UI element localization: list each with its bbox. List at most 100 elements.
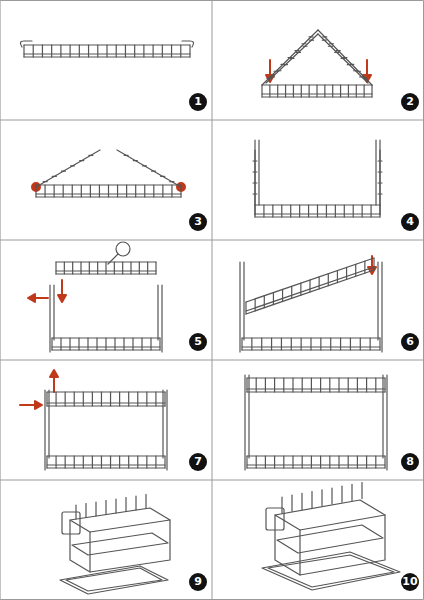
wire-stroke (320, 338, 321, 350)
wire-stroke (114, 338, 115, 350)
wire-stroke (375, 378, 376, 392)
wire-stroke (379, 150, 380, 205)
wire-stroke (81, 185, 82, 197)
wire-stroke (89, 262, 90, 274)
wire-stroke (375, 456, 376, 468)
wire-stroke (164, 456, 165, 468)
assembled-rack (262, 500, 400, 590)
wire-stroke (263, 205, 264, 217)
wire-stroke (101, 456, 102, 468)
wire-stroke (71, 165, 75, 166)
wire-stroke (142, 165, 146, 166)
wire-stroke (246, 456, 247, 468)
wire-stroke (261, 338, 262, 350)
callout-number: 3 (189, 213, 207, 231)
wire-stroke (281, 497, 282, 513)
wire-stroke (42, 45, 43, 57)
wire-stroke (155, 392, 156, 406)
wire-stroke (92, 392, 93, 406)
wire-stroke (79, 45, 80, 57)
wire-stroke (44, 185, 45, 197)
side-frame (45, 390, 167, 470)
wire-stroke (89, 155, 93, 156)
wire-stroke (69, 338, 70, 350)
wire-stroke (302, 43, 306, 44)
wire-stroke (92, 456, 93, 468)
wire-stroke (64, 262, 65, 274)
wire-stroke (52, 176, 56, 177)
wire-stroke (329, 378, 330, 392)
wire-stroke (61, 171, 65, 172)
wire-stroke (43, 181, 47, 182)
wire-stroke (273, 293, 274, 305)
wire-stroke (323, 36, 327, 37)
wire-stroke (141, 338, 142, 350)
wire-stroke (290, 205, 291, 217)
wire-stroke (285, 85, 286, 97)
wire-stroke (145, 495, 146, 509)
wire-stroke (23, 45, 24, 57)
assembled-rack (60, 508, 170, 594)
wire-stroke (153, 45, 154, 57)
wire-stroke (378, 171, 382, 172)
cutlery-cup (266, 508, 284, 530)
wire-stroke (97, 262, 98, 274)
callout-number: 8 (401, 453, 419, 471)
wire-stroke (124, 155, 128, 156)
wire-stroke (137, 456, 138, 468)
wire-stroke (373, 258, 374, 270)
wire-stroke (341, 486, 342, 502)
wire-stroke (335, 52, 339, 53)
wire-stroke (309, 85, 310, 97)
wire-stroke (101, 392, 102, 406)
wire-stroke (351, 484, 352, 500)
wire-stroke (274, 378, 275, 392)
wire-stroke (128, 456, 129, 468)
wire-stroke (152, 171, 156, 172)
wire-stroke (262, 30, 318, 85)
wire-stroke (350, 338, 351, 350)
wire-stroke (366, 456, 367, 468)
wire-stroke (353, 205, 354, 217)
wire-stroke (384, 378, 385, 392)
wire-stroke (266, 34, 318, 83)
wire-stroke (340, 338, 341, 350)
wire-stroke (155, 456, 156, 468)
wire-stroke (283, 378, 284, 392)
side-frame (255, 140, 380, 215)
wire-stroke (247, 388, 385, 389)
wire-stroke (318, 30, 372, 85)
wire-stroke (364, 261, 365, 273)
wire-stroke (370, 338, 371, 350)
wire-stroke (360, 338, 361, 350)
wire-stroke (290, 58, 294, 59)
wire-stroke (119, 392, 120, 406)
wire-stroke (75, 505, 76, 519)
wire-stroke (95, 502, 96, 516)
wire-stroke (60, 45, 61, 57)
wire-stroke (254, 150, 255, 205)
wire-stroke (70, 45, 71, 57)
wire-stroke (316, 85, 317, 97)
wire-stroke (379, 205, 380, 217)
wire-stroke (161, 176, 165, 177)
wire-stroke (292, 456, 293, 468)
wire-stroke (135, 496, 136, 510)
wire-stroke (272, 205, 273, 217)
wire-stroke (378, 182, 382, 183)
wire-stroke (83, 456, 84, 468)
side-frame (50, 242, 162, 352)
wire-stroke (309, 280, 310, 292)
wire-stroke (116, 45, 117, 57)
wire-stroke (328, 274, 329, 286)
wire-stroke (54, 185, 55, 197)
wire-stroke (55, 392, 56, 406)
wire-stroke (143, 45, 144, 57)
wire-stroke (128, 392, 129, 406)
wire-stroke (125, 498, 126, 512)
wire-stroke (347, 64, 351, 65)
red-arrows (20, 60, 376, 409)
wire-stroke (253, 171, 257, 172)
